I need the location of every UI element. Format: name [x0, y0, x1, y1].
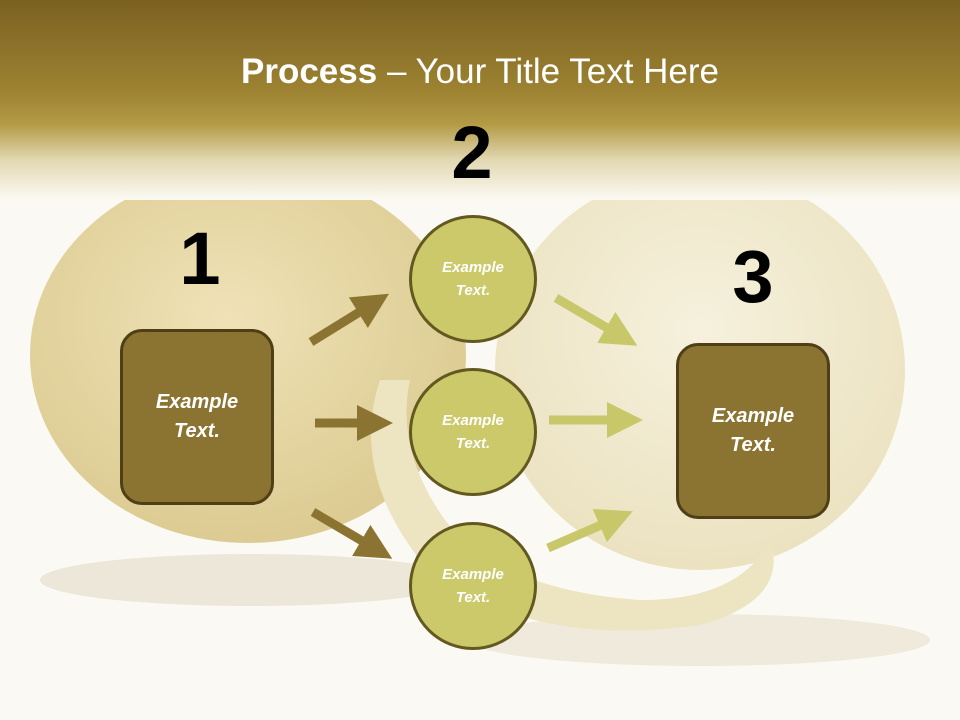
step-number-1: 1 — [179, 217, 221, 300]
right-box-text: Example Text. — [711, 405, 795, 456]
slide-title: Process – Your Title Text Here — [0, 52, 960, 92]
arrow-left-to-top — [308, 293, 389, 346]
arrow-left-to-bottom — [310, 508, 393, 559]
step-number-3: 3 — [732, 235, 774, 318]
right-process-box: Example Text. — [676, 343, 830, 519]
step-number-2: 2 — [451, 111, 493, 194]
arrow-bottom-to-right — [546, 509, 633, 553]
header-band — [0, 0, 960, 200]
circle-node-top: Example Text. — [409, 215, 537, 343]
circle-node-middle: Example Text. — [409, 368, 537, 496]
left-process-box: Example Text. — [120, 329, 274, 505]
title-rest: – Your Title Text Here — [377, 52, 719, 91]
arrow-top-to-right — [553, 294, 638, 346]
circle-top-text: Example Text. — [442, 259, 504, 299]
left-box-text: Example Text. — [155, 391, 239, 442]
circle-bottom-text: Example Text. — [442, 566, 504, 606]
title-strong: Process — [241, 52, 378, 91]
circle-node-bottom: Example Text. — [409, 522, 537, 650]
circle-middle-text: Example Text. — [442, 412, 504, 452]
